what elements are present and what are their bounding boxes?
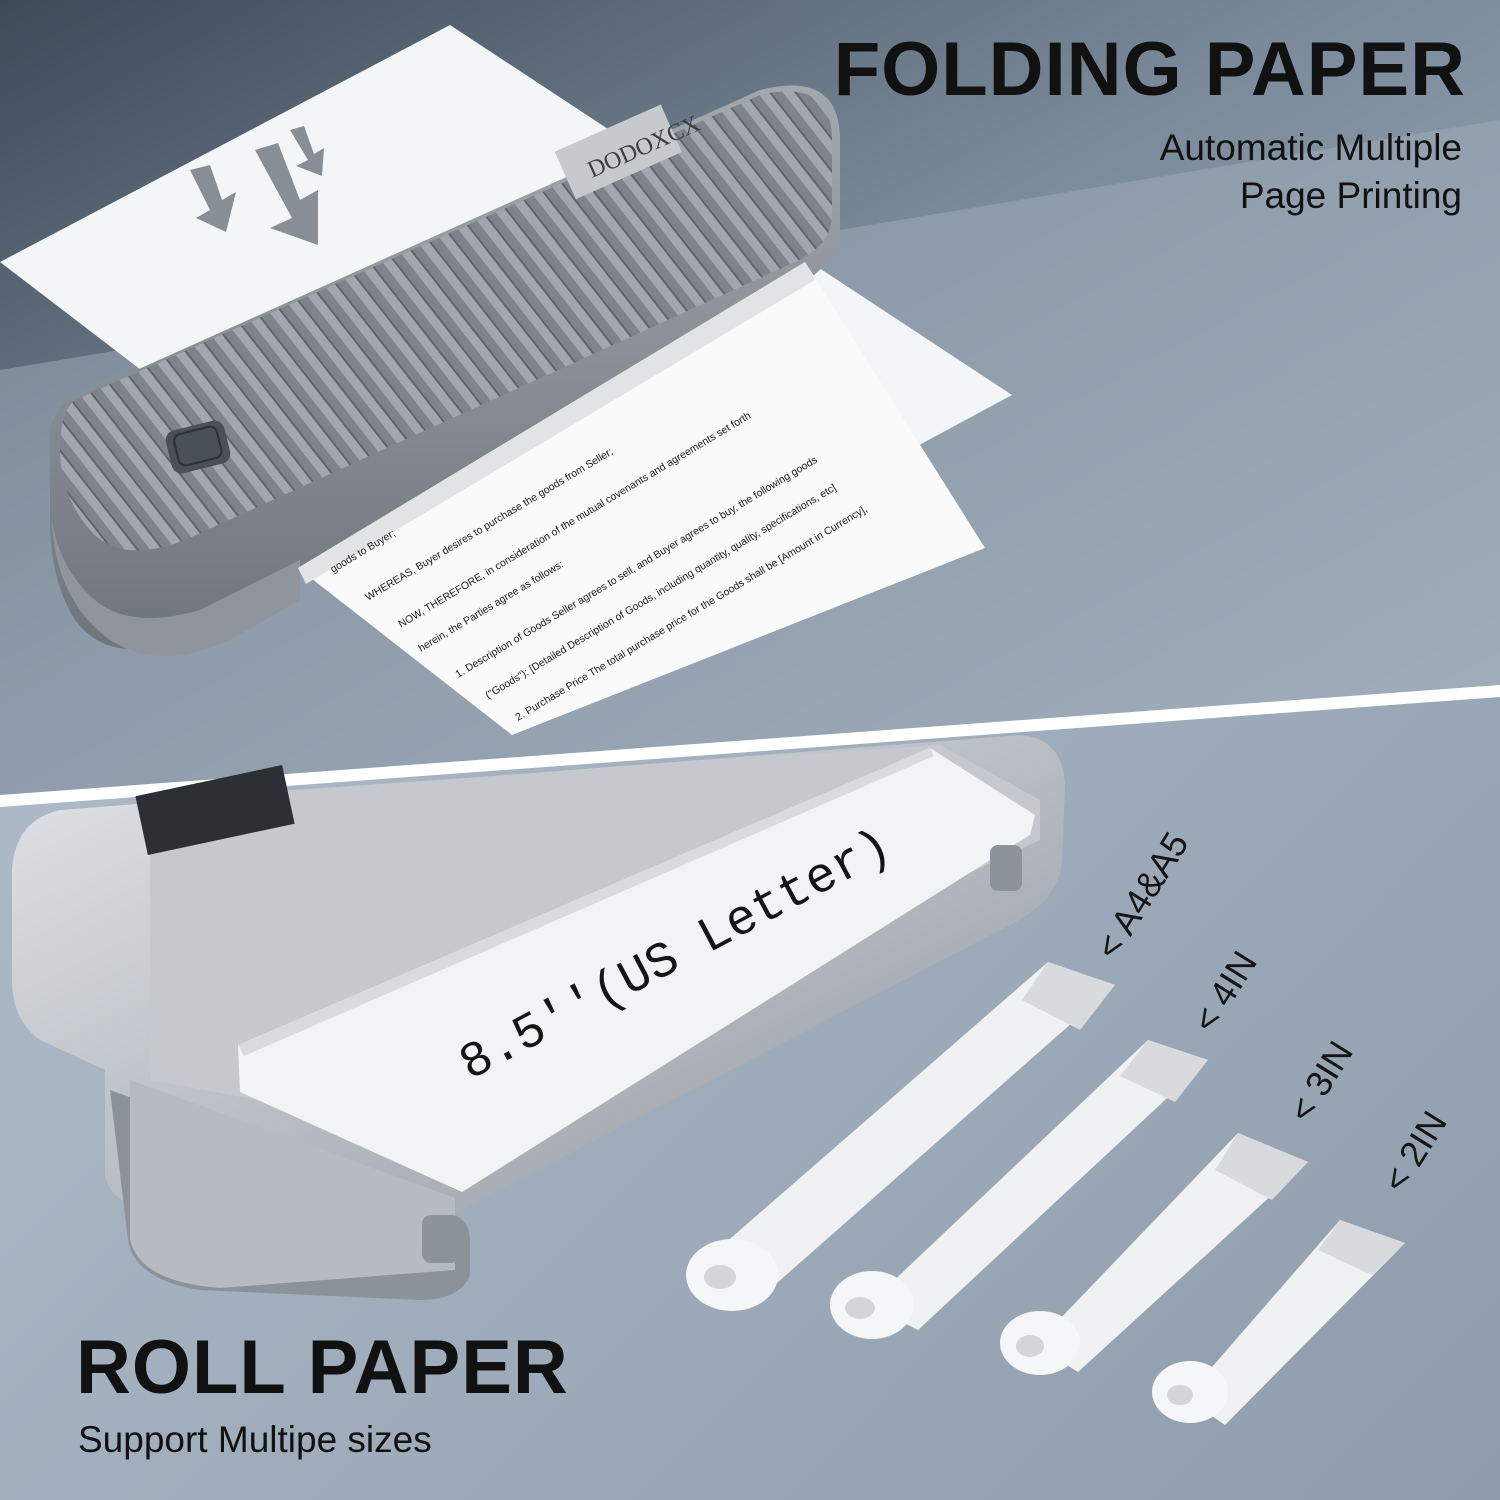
folding-paper-subtitle: Automatic Multiple Page Printing <box>1160 124 1462 220</box>
roll-printer <box>12 735 1065 1300</box>
roll-paper-subtitle: Support Multipe sizes <box>78 1419 432 1460</box>
folding-paper-heading: FOLDING PAPER <box>833 27 1466 112</box>
subtitle-line: Page Printing <box>1239 175 1462 216</box>
roll-paper-heading: ROLL PAPER <box>76 1325 569 1410</box>
subtitle-line: Automatic Multiple <box>1159 127 1462 168</box>
paper-rolls <box>686 962 1405 1425</box>
folding-printer <box>0 25 1012 735</box>
